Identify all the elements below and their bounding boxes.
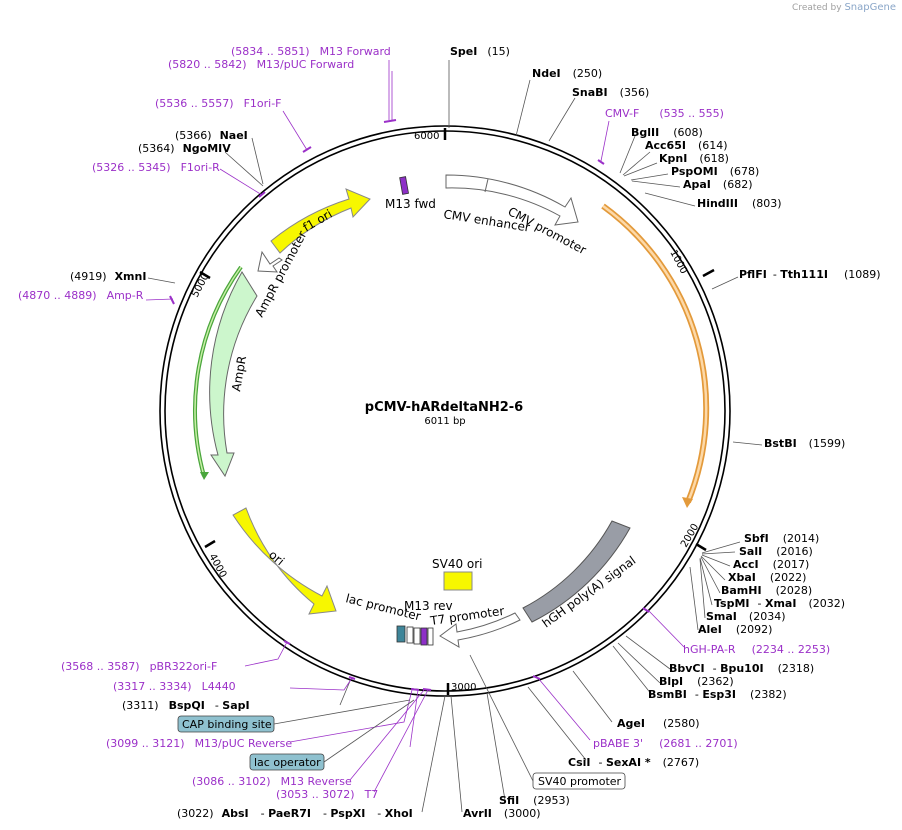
sv40-promoter-label: SV40 promoter <box>538 775 622 788</box>
primer-m13-puc-reverse: (3099 .. 3121)M13/pUC Reverse <box>106 737 292 750</box>
primer-l4440: (3317 .. 3334)L4440 <box>113 680 236 693</box>
primer-amp-r: (4870 .. 4889)Amp-R <box>18 289 144 302</box>
primer-leader-lines <box>145 60 685 793</box>
sv40-ori-box <box>443 571 473 591</box>
site-spei: SpeI(15) <box>450 45 510 58</box>
t7-box <box>427 627 434 646</box>
site-acc65i: Acc65I(614) <box>645 139 728 152</box>
site-sali: SalI(2016) <box>739 545 813 558</box>
f1-ori-arrow <box>270 188 371 254</box>
snapgene-logo: SnapGene <box>844 2 896 13</box>
site-bspqi: (3311)BspQI- SapI <box>122 699 250 712</box>
site-hindiii: HindIII(803) <box>697 197 782 210</box>
hgh-polya-arrow <box>522 520 631 623</box>
site-ndei: NdeI(250) <box>532 67 602 80</box>
site-alei: AleI(2092) <box>698 623 772 636</box>
tick-1000 <box>702 268 715 278</box>
ori-arrow <box>232 507 337 615</box>
primer-cmv-f: CMV-F(535 .. 555) <box>605 107 724 120</box>
primer-hgh-pa-r: hGH-PA-R(2234 .. 2253) <box>683 643 830 656</box>
tick-label-3000: 3000 <box>451 682 476 693</box>
primer-f1ori-r: (5326 .. 5345)F1ori-R <box>92 161 220 174</box>
orange-arc-head <box>682 497 693 508</box>
site-bbvci: BbvCI- Bpu10I(2318) <box>669 662 814 675</box>
site-xmni: (4919)XmnI <box>70 270 146 283</box>
lac-operator-box <box>413 627 421 645</box>
lac-promoter-box <box>406 626 414 644</box>
site-blpi: BlpI(2362) <box>659 675 734 688</box>
site-pspomi: PspOMI(678) <box>671 165 759 178</box>
site-bsmbi: BsmBI- Esp3I(2382) <box>648 688 787 701</box>
site-pflfi: PflFI- Tth111I(1089) <box>739 268 881 281</box>
ampr-promoter-arrow <box>257 250 283 273</box>
site-csii: CsiI- SexAI *(2767) <box>568 756 699 769</box>
cmv-promoter-arrow <box>445 174 579 226</box>
orange-feature-arc <box>601 203 710 504</box>
primer-pbabe3: pBABE 3'(2681 .. 2701) <box>593 737 738 750</box>
position-ticks <box>199 128 715 695</box>
primer-m13-forward: (5834 .. 5851)M13 Forward <box>231 45 391 58</box>
site-kpni: KpnI(618) <box>659 152 729 165</box>
m13-rev-label: M13 rev <box>404 599 453 613</box>
m13-rev-box <box>420 627 428 646</box>
site-bstbi: BstBI(1599) <box>764 437 845 450</box>
site-agei: AgeI(2580) <box>617 717 700 730</box>
site-tspmi: TspMI- XmaI(2032) <box>714 597 845 610</box>
plasmid-name: pCMV-hARdeltaNH2-6 <box>365 400 523 415</box>
site-bglii: BglII(608) <box>631 126 703 139</box>
ampr-label: AmpR <box>229 355 249 393</box>
boxed-feature-labels: CAP binding site lac operator SV40 promo… <box>177 654 626 790</box>
primer-m13-puc-forward: (5820 .. 5842)M13/pUC Forward <box>168 58 354 71</box>
tick-label-4000: 4000 <box>206 552 228 580</box>
snapgene-credit: Created by SnapGene <box>792 2 896 13</box>
cmv-divider <box>484 178 489 193</box>
tick-4000 <box>204 539 216 549</box>
site-sbfi: SbfI(2014) <box>744 532 819 545</box>
site-ngomiv: (5364)NgoMIV <box>138 142 231 155</box>
ori-label: ori <box>266 548 287 569</box>
plasmid-length: 6011 bp <box>424 416 465 427</box>
primer-m13-reverse: (3086 .. 3102)M13 Reverse <box>192 775 352 788</box>
cap-binding-site-label: CAP binding site <box>182 718 272 731</box>
t7-promoter-arrow <box>439 612 521 648</box>
site-apai: ApaI(682) <box>683 178 753 191</box>
m13-fwd-box <box>399 176 409 195</box>
site-absi: (3022)AbsI- PaeR7I- PspXI- XhoI <box>177 807 413 820</box>
site-avrii: AvrII(3000) <box>463 807 540 820</box>
site-bamhi: BamHI(2028) <box>721 584 812 597</box>
tick-5000 <box>199 270 211 280</box>
primer-pbr322ori-f: (3568 .. 3587)pBR322ori-F <box>61 660 217 673</box>
site-naei: (5366)NaeI <box>175 129 248 142</box>
ampr-arrow <box>209 271 258 478</box>
lac-operator-label: lac operator <box>254 756 321 769</box>
site-snabi: SnaBI(356) <box>572 86 649 99</box>
enzyme-labels: SpeI(15) NdeI(250) SnaBI(356) BglII(608)… <box>70 45 881 820</box>
feature-arrows <box>193 174 710 648</box>
sv40-ori-label: SV40 ori <box>432 557 483 571</box>
primer-f1ori-f: (5536 .. 5557)F1ori-F <box>155 97 282 110</box>
tick-2000 <box>695 542 707 552</box>
tick-label-6000: 6000 <box>414 131 439 142</box>
enzyme-leader-lines <box>147 60 763 813</box>
credit-prefix: Created by <box>792 3 842 13</box>
site-smai: SmaI(2034) <box>706 610 785 623</box>
site-xbai: XbaI(2022) <box>728 571 806 584</box>
site-acci: AccI(2017) <box>733 558 809 571</box>
site-sfii: SfiI(2953) <box>499 794 570 807</box>
cap-site-box <box>396 625 406 643</box>
m13-fwd-label: M13 fwd <box>385 197 436 211</box>
tick-label-1000: 1000 <box>667 248 689 276</box>
primer-t7: (3053 .. 3072)T7 <box>276 788 378 801</box>
primer-labels: (5834 .. 5851)M13 Forward (5820 .. 5842)… <box>18 45 830 801</box>
